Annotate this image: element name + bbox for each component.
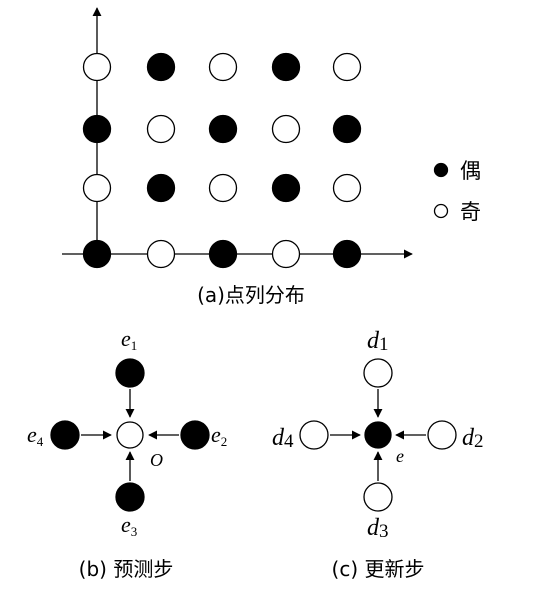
node-center	[116, 421, 144, 449]
label-center: O	[150, 450, 163, 470]
grid-point-even	[271, 173, 301, 203]
grid-point-odd	[332, 52, 362, 82]
caption-a: (a)点列分布	[197, 283, 305, 307]
node-top	[115, 358, 145, 388]
node-bottom	[363, 482, 393, 512]
node-left	[299, 420, 329, 450]
label-top: e1	[121, 326, 137, 353]
legend: 偶 奇	[433, 159, 481, 224]
point-grid	[82, 52, 362, 269]
node-right	[427, 420, 457, 450]
grid-point-even	[146, 173, 176, 203]
label-bottom: d3	[367, 515, 389, 542]
grid-point-odd	[271, 114, 301, 144]
grid-point-even	[271, 52, 301, 82]
node-left	[50, 420, 80, 450]
grid-point-odd	[271, 239, 301, 269]
label-right: e2	[211, 422, 227, 449]
grid-point-odd	[146, 239, 176, 269]
grid-point-odd	[82, 173, 112, 203]
panel-a-point-distribution: 偶 奇 (a)点列分布	[62, 7, 481, 307]
grid-point-even	[82, 239, 112, 269]
legend-even-label: 偶	[460, 159, 481, 183]
label-left: d4	[272, 425, 294, 452]
node-center	[364, 421, 392, 449]
label-top: d1	[367, 328, 389, 355]
label-bottom: e3	[121, 512, 137, 539]
node-right	[180, 420, 210, 450]
grid-point-even	[332, 114, 362, 144]
grid-point-odd	[82, 52, 112, 82]
panel-c-update-step: d1 d2 d3 d4 e (c) 更新步	[272, 328, 484, 581]
grid-point-even	[146, 52, 176, 82]
grid-point-even	[82, 114, 112, 144]
grid-point-odd	[146, 114, 176, 144]
grid-point-odd	[208, 52, 238, 82]
grid-point-even	[332, 239, 362, 269]
node-top	[363, 358, 393, 388]
grid-point-odd	[208, 173, 238, 203]
grid-point-odd	[332, 173, 362, 203]
legend-odd-label: 奇	[460, 200, 481, 224]
legend-even-marker	[433, 162, 449, 178]
node-bottom	[115, 482, 145, 512]
grid-point-even	[208, 114, 238, 144]
panel-b-prediction-step: e1 e2 e3 e4 O (b) 预测步	[27, 326, 227, 581]
caption-b: (b) 预测步	[79, 557, 174, 581]
grid-point-even	[208, 239, 238, 269]
label-right: d2	[462, 425, 484, 452]
label-left: e4	[27, 422, 44, 449]
legend-odd-marker	[433, 203, 449, 219]
label-center: e	[396, 446, 404, 466]
caption-c: (c) 更新步	[332, 557, 425, 581]
